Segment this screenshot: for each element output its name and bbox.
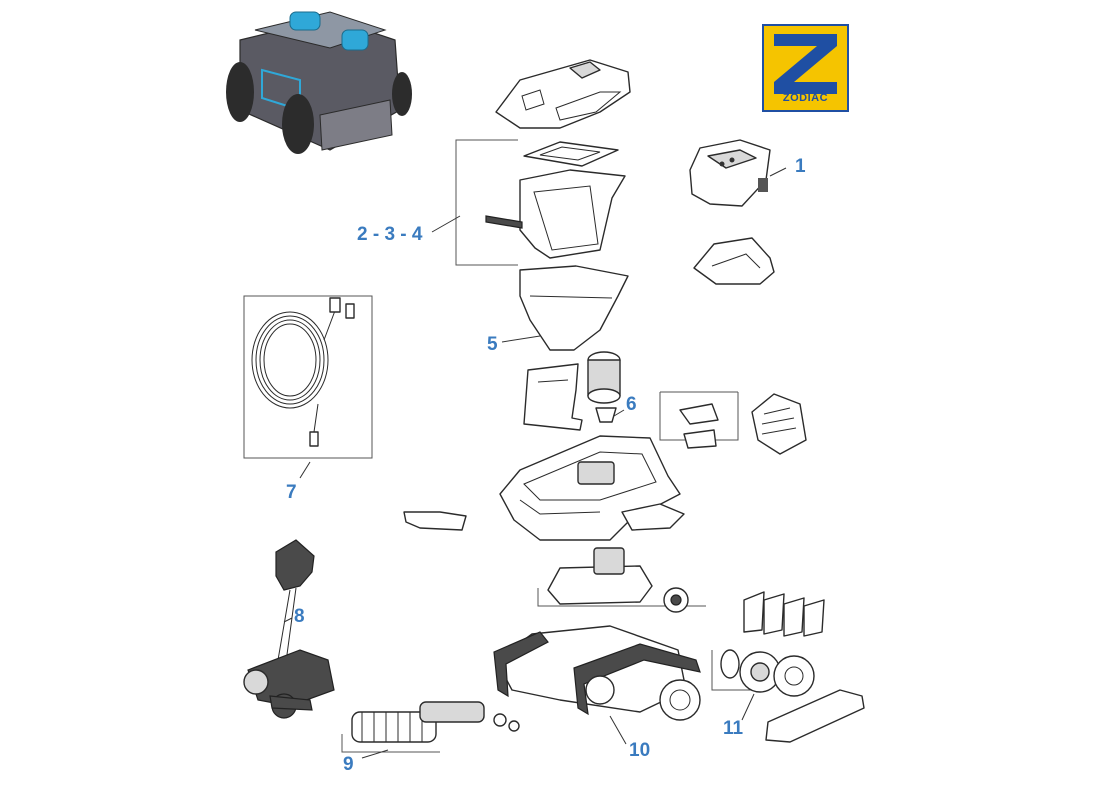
callout-11: 11 — [723, 718, 744, 739]
floating-cable-part — [251, 297, 355, 447]
zodiac-z-mark — [774, 34, 837, 94]
rear-clip-part — [621, 503, 685, 531]
wheels-bracket — [711, 650, 760, 691]
leader-lines — [283, 167, 787, 759]
brush-bracket — [341, 734, 440, 753]
impeller-part — [587, 351, 621, 423]
spare-track-belt-part — [765, 689, 865, 743]
callout-9: 9 — [343, 754, 354, 775]
callout-5: 5 — [487, 334, 498, 355]
cable-box — [243, 295, 373, 459]
power-supply-stand-part — [693, 237, 775, 285]
power-supply-part — [689, 139, 771, 207]
drive-wheels-part — [720, 649, 815, 697]
callout-8: 8 — [294, 606, 305, 627]
flap-part — [523, 363, 583, 431]
rear-grille-part — [751, 393, 807, 455]
callout-10: 10 — [629, 740, 650, 761]
filter-basket-part — [485, 169, 626, 259]
filter-group-bracket — [455, 139, 518, 266]
callout-7: 7 — [286, 482, 297, 503]
front-bumper-part — [403, 511, 467, 531]
robot-assembled-image — [226, 11, 412, 154]
trolley-caddy-part — [243, 539, 335, 719]
motor-block-part — [547, 547, 689, 613]
zodiac-logo: ZODIAC — [762, 24, 849, 112]
side-clips-part — [679, 403, 719, 449]
basket-handle-part — [519, 265, 629, 351]
brush-roller-part — [419, 701, 520, 732]
callout-6: 6 — [626, 394, 637, 415]
motor-bracket — [537, 588, 706, 607]
callout-1: 1 — [795, 156, 806, 177]
callout-2-3-4: 2 - 3 - 4 — [357, 224, 423, 245]
track-base-part — [493, 625, 701, 721]
brush-part — [351, 711, 437, 743]
filter-frame-part — [523, 141, 619, 167]
logo-text: ZODIAC — [782, 92, 829, 104]
track-retainers-part — [743, 591, 825, 637]
top-cover-part — [495, 59, 631, 129]
